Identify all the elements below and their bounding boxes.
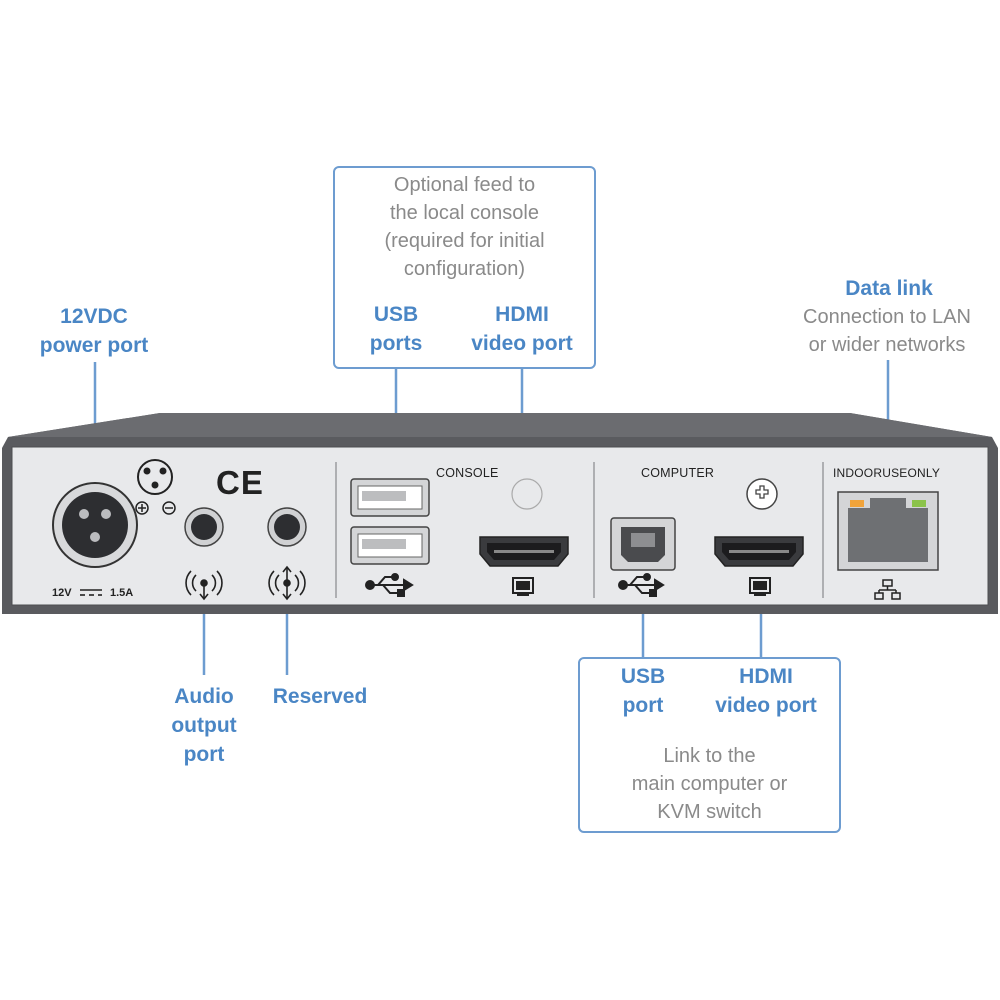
console-screw-icon bbox=[511, 478, 543, 510]
power-rating-voltage: 12V bbox=[52, 587, 72, 599]
computer-usb-icon bbox=[618, 573, 665, 597]
power-callout-title: 12VDC power port bbox=[39, 305, 149, 357]
data-link-desc: Connection to LAN or wider networks bbox=[803, 306, 971, 356]
link-led-green bbox=[912, 500, 926, 507]
console-callout-box bbox=[333, 166, 596, 369]
power-rating-current: 1.5A bbox=[110, 587, 134, 599]
network-rj45-port bbox=[837, 491, 939, 571]
console-usb-port-bottom bbox=[350, 526, 430, 565]
audio-callout-title: Audio output port bbox=[171, 685, 237, 766]
data-link-title: Data link bbox=[845, 277, 933, 300]
panel-dividers bbox=[335, 462, 824, 598]
console-hdmi-title: HDMI video port bbox=[471, 303, 573, 355]
audio-output-jack bbox=[184, 507, 224, 547]
network-label: INDOORUSEONLY bbox=[833, 466, 941, 480]
computer-monitor-icon bbox=[749, 577, 771, 596]
monitor-icon bbox=[512, 577, 534, 596]
network-icon bbox=[874, 579, 901, 600]
reserved-audio-icon bbox=[268, 565, 306, 601]
computer-usb-b-port bbox=[610, 517, 676, 571]
console-callout-desc: Optional feed to the local console (requ… bbox=[384, 174, 545, 280]
screw-icon bbox=[746, 478, 778, 510]
reserved-callout-title: Reserved bbox=[272, 685, 368, 708]
computer-callout-desc: Link to the main computer or KVM switch bbox=[631, 745, 788, 823]
link-led-orange bbox=[850, 500, 864, 507]
ce-mark: CE bbox=[216, 464, 264, 501]
console-usb-port-top bbox=[350, 478, 430, 517]
usb-icon bbox=[365, 573, 414, 597]
reserved-jack bbox=[267, 507, 307, 547]
computer-hdmi-title: HDMI video port bbox=[715, 665, 817, 717]
device-chassis bbox=[2, 413, 998, 614]
console-usb-title: USB ports bbox=[369, 303, 423, 355]
console-label: CONSOLE bbox=[436, 466, 499, 480]
console-hdmi-port bbox=[479, 536, 569, 567]
computer-label: COMPUTER bbox=[641, 466, 715, 480]
power-connector bbox=[52, 482, 138, 568]
computer-hdmi-port bbox=[714, 536, 804, 567]
audio-out-icon bbox=[185, 570, 223, 601]
power-pin-icon bbox=[135, 459, 176, 515]
dc-symbol-icon bbox=[80, 589, 102, 596]
computer-usb-title: USB port bbox=[620, 665, 666, 717]
computer-callout-box bbox=[578, 657, 841, 833]
